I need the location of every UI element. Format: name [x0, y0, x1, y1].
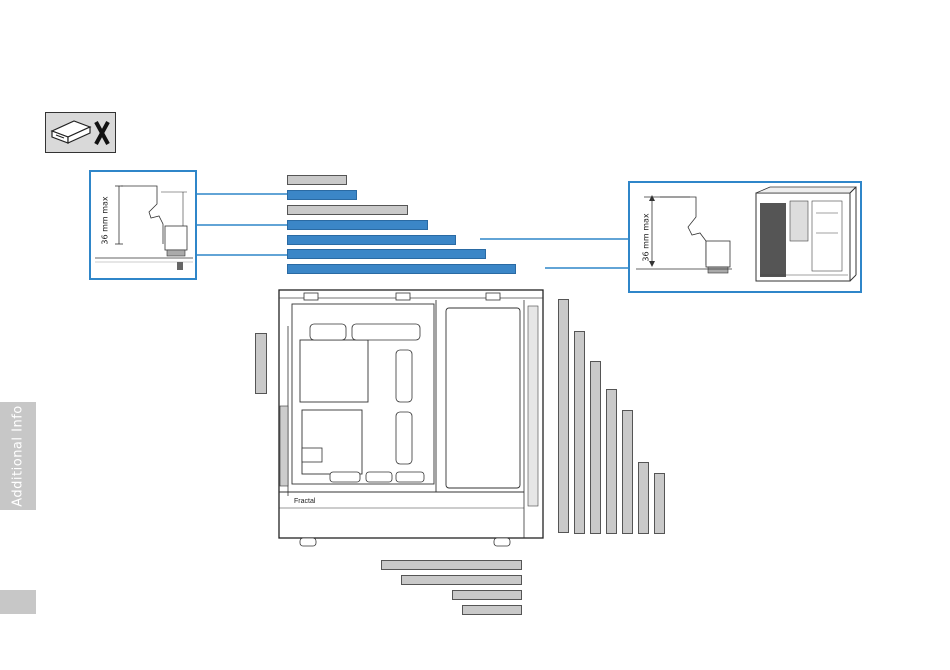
radiator-bar: [287, 235, 456, 245]
front-radiator-bar: [558, 299, 569, 533]
radiator-bar: [287, 220, 428, 230]
rear-radiator-bar: [255, 333, 267, 394]
bottom-radiator-bar: [381, 560, 522, 570]
radiator-bar: [287, 264, 516, 274]
front-radiator-bar: [638, 462, 649, 534]
case-logo: Fractal: [294, 498, 316, 505]
radiator-bar: [287, 190, 357, 200]
front-radiator-bar: [654, 473, 665, 534]
front-radiator-bar: [574, 331, 585, 534]
front-radiator-bar: [590, 361, 601, 534]
bottom-radiator-bar: [452, 590, 522, 600]
front-radiator-bar: [622, 410, 633, 534]
radiator-bar: [287, 249, 486, 259]
radiator-bar: [287, 205, 408, 215]
case-side-view: Fractal: [274, 286, 546, 552]
front-radiator-bar: [606, 389, 617, 534]
bottom-radiator-bar: [462, 605, 522, 615]
radiator-bar: [287, 175, 347, 185]
bottom-radiator-bar: [401, 575, 522, 585]
